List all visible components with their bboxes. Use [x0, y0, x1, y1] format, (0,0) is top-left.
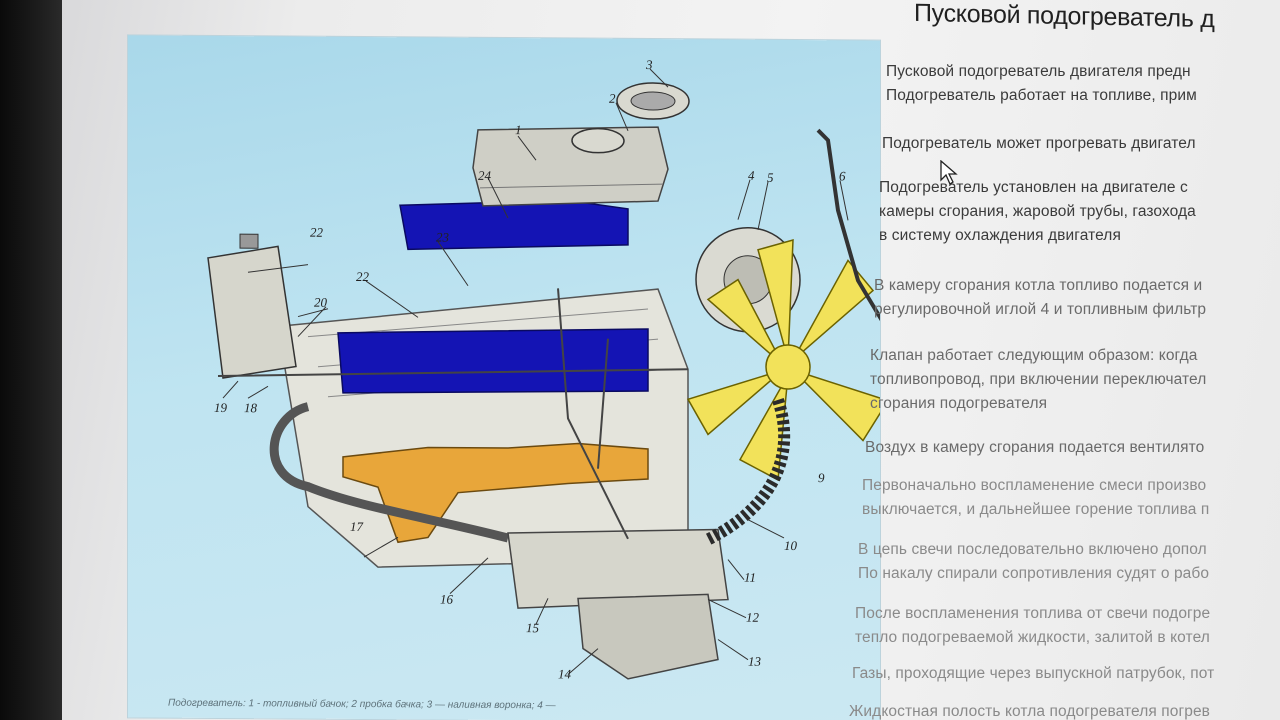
callout-16: 16 — [440, 592, 453, 607]
paragraph-line: топливопровод, при включении переключате… — [870, 371, 1207, 388]
paragraph-line: в систему охлаждения двигателя — [879, 227, 1121, 244]
paragraph-11: Жидкостная полость котла подогревателя п… — [849, 700, 1210, 720]
paragraph-2: Подогреватель может прогревать двигател — [882, 132, 1196, 156]
paragraph-8: В цепь свечи последовательно включено до… — [858, 538, 1209, 586]
paragraph-line: сгорания подогревателя — [870, 395, 1048, 412]
paragraph-line: В камеру сгорания котла топливо подается… — [874, 277, 1203, 294]
callout-19: 19 — [214, 400, 227, 415]
paragraph-6: Воздух в камеру сгорания подается вентил… — [865, 436, 1204, 460]
callout-1: 1 — [515, 122, 521, 137]
paragraph-line: После воспламенения топлива от свечи под… — [855, 605, 1211, 622]
callout-15: 15 — [526, 620, 539, 635]
paragraph-line: Подогреватель работает на топливе, прим — [886, 87, 1197, 104]
corrugated-hose — [705, 398, 791, 545]
paragraph-line: выключается, и дальнейшее горение топлив… — [862, 501, 1210, 518]
callout-18: 18 — [244, 400, 257, 415]
paragraph-7: Первоначально воспламенение смеси произв… — [862, 474, 1209, 522]
heater-boiler — [507, 528, 729, 609]
page-title: Пусковой подогреватель д — [914, 0, 1215, 34]
fuel-tank — [472, 126, 669, 207]
callout-14: 14 — [558, 666, 571, 681]
paragraph-1: Пусковой подогреватель двигателя предн П… — [886, 60, 1197, 108]
leader-lines — [222, 68, 849, 675]
callout-17: 17 — [350, 519, 363, 534]
browser-page: Пусковой подогреватель д — [62, 0, 1280, 720]
paragraph-line: Газы, проходящие через выпускной патрубо… — [852, 665, 1215, 682]
paragraph-5: Клапан работает следующим образом: когда… — [870, 344, 1206, 416]
heater-base — [577, 593, 719, 680]
callout-13: 13 — [748, 654, 761, 669]
callout-22: 22 — [356, 269, 369, 284]
coolant-hose — [269, 402, 510, 543]
callout-10: 10 — [784, 538, 797, 553]
paragraph-line: Первоначально воспламенение смеси произв… — [862, 477, 1207, 494]
expansion-tank — [207, 245, 297, 379]
paragraph-10: Газы, проходящие через выпускной патрубо… — [852, 662, 1214, 686]
valve-cover-front — [337, 328, 649, 394]
callout-2: 2 — [609, 91, 616, 106]
engine-diagram: 3 2 1 24 4 5 6 22 23 22 20 19 18 9 17 10… — [207, 57, 880, 681]
paragraph-9: После воспламенения топлива от свечи под… — [855, 602, 1210, 650]
callout-6: 6 — [839, 168, 846, 183]
paragraph-line: тепло подогреваемой жидкости, залитой в … — [855, 629, 1210, 646]
crank-rod — [816, 128, 880, 343]
callout-21: 22 — [310, 225, 323, 240]
engine-diagram-figure: 3 2 1 24 4 5 6 22 23 22 20 19 18 9 17 10… — [128, 35, 880, 720]
callout-12: 12 — [746, 610, 759, 625]
paragraph-line: Жидкостная полость котла подогревателя п… — [849, 703, 1211, 720]
callout-9: 9 — [818, 470, 825, 485]
monitor-bezel — [0, 0, 62, 720]
paragraph-line: В цепь свечи последовательно включено до… — [858, 541, 1207, 558]
paragraph-line: Воздух в камеру сгорания подается вентил… — [865, 439, 1205, 456]
callout-3: 3 — [645, 57, 653, 72]
callout-20: 20 — [314, 295, 327, 310]
mouse-pointer-icon — [940, 160, 958, 185]
fan — [686, 239, 880, 482]
callout-23: 23 — [436, 230, 449, 245]
callout-5: 5 — [767, 170, 774, 185]
paragraph-4: В камеру сгорания котла топливо подается… — [874, 274, 1206, 322]
paragraph-line: Пусковой подогреватель двигателя предн — [886, 63, 1191, 80]
paragraph-line: камеры сгорания, жаровой трубы, газохода — [879, 203, 1196, 220]
paragraph-line: регулировочной иглой 4 и топливным фильт… — [874, 301, 1207, 318]
paragraph-line: Клапан работает следующим образом: когда — [870, 347, 1198, 364]
callout-4: 4 — [748, 168, 755, 183]
paragraph-3: Подогреватель установлен на двигателе с … — [879, 176, 1196, 248]
paragraph-line: Подогреватель может прогревать двигател — [882, 135, 1196, 152]
filler-cap — [571, 127, 625, 154]
paragraph-line: По накалу спирали сопротивления судят о … — [858, 565, 1210, 582]
paragraph-line: Подогреватель установлен на двигателе с — [879, 179, 1188, 196]
callout-24: 24 — [478, 168, 491, 183]
valve-cover-rear — [399, 199, 629, 251]
callout-11: 11 — [744, 570, 756, 585]
